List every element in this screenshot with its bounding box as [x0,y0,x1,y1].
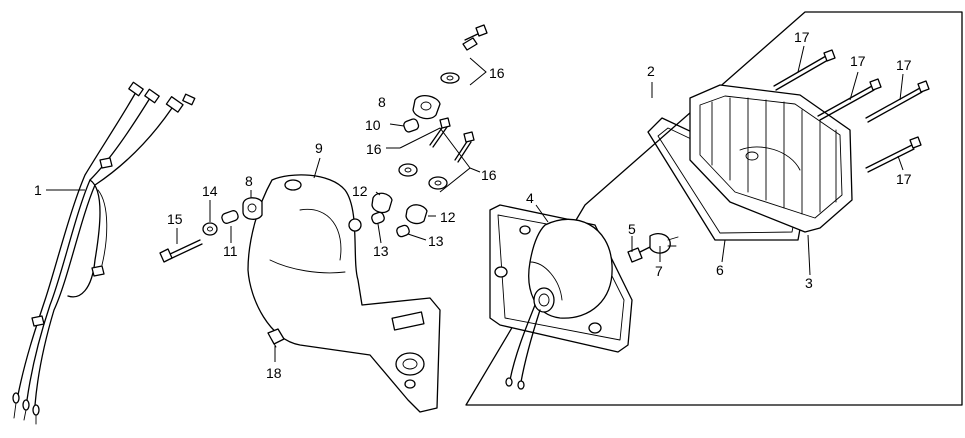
callout-6: 6 [716,262,724,278]
wire-harness [12,81,196,425]
callout-13-right: 13 [428,233,444,249]
callout-8-top: 8 [378,94,386,110]
callout-16-right: 16 [481,167,497,183]
grommet-left [242,197,263,220]
callout-7: 7 [655,263,663,279]
leader-lines [46,45,904,362]
callout-12-right: 12 [440,209,456,225]
taillight-bracket [247,174,441,413]
callout-15: 15 [167,211,183,227]
bolt [159,239,203,263]
assembly-boundary [465,11,963,406]
callout-14: 14 [202,183,218,199]
callout-4: 4 [526,190,534,206]
washers-mid [398,163,448,190]
screws-17 [773,49,930,173]
callout-18: 18 [266,365,282,381]
callout-16-left: 16 [366,141,382,157]
collar [221,210,239,224]
callout-3: 3 [805,275,813,291]
callout-8-left: 8 [245,173,253,189]
callout-17-a: 17 [794,29,810,45]
callout-17-d: 17 [896,171,912,187]
grommets-12 [371,192,428,225]
lens [689,84,853,233]
callout-11: 11 [223,243,238,259]
lamp-base [489,204,633,390]
washer [202,222,218,236]
screw-mid [429,117,475,163]
callout-9: 9 [315,140,323,156]
callout-12-left: 12 [352,183,368,199]
callout-13-left: 13 [373,243,389,259]
callout-2: 2 [647,63,655,79]
callout-10: 10 [365,117,381,133]
callout-labels: 1 2 3 4 5 6 7 8 8 9 10 11 12 12 13 13 14… [34,29,912,381]
grommet-top [412,94,441,120]
callout-5: 5 [628,221,636,237]
bulb-socket [649,232,679,254]
callout-17-b: 17 [850,53,866,69]
callout-16-top: 16 [489,65,505,81]
screw-top [440,24,488,84]
collar-top [403,118,420,133]
callout-17-c: 17 [896,57,912,73]
callout-1: 1 [34,182,42,198]
clip [267,328,285,348]
collars-13 [371,211,410,238]
